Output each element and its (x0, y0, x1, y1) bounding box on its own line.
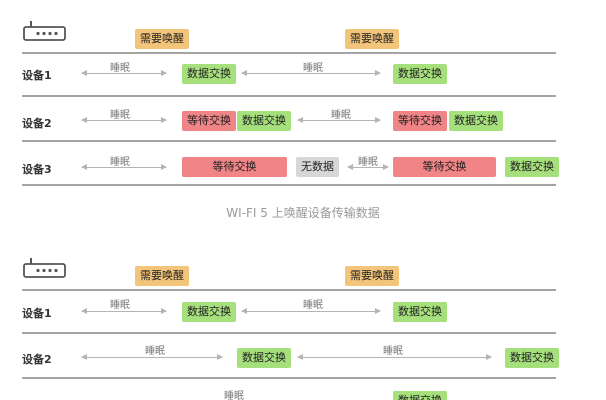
sleep-label: 睡眠 (110, 63, 130, 74)
sleep-label: 睡眠 (110, 300, 130, 311)
sleep-arrow (81, 164, 167, 170)
wake-badge: 需要唤醒 (135, 29, 189, 49)
timeline-divider (22, 377, 556, 379)
sleep-arrow (81, 354, 223, 360)
wait-exchange-badge: 等待交换 (393, 111, 447, 131)
data-exchange-badge: 数据交换 (393, 302, 447, 322)
device1-label: 设备1 (22, 307, 52, 320)
data-exchange-badge: 数据交换 (393, 391, 447, 400)
data-exchange-badge: 数据交换 (182, 64, 236, 84)
sleep-label: 睡眠 (303, 63, 323, 74)
sleep-label: 睡眠 (110, 110, 130, 121)
data-exchange-badge: 数据交换 (505, 348, 559, 368)
data-exchange-badge: 数据交换 (237, 348, 291, 368)
device1-label: 设备1 (22, 69, 52, 82)
diagram-caption: WI-FI 5 上唤醒设备传输数据 (226, 206, 380, 220)
sleep-arrow (81, 117, 167, 123)
data-exchange-badge: 数据交换 (393, 64, 447, 84)
no-data-badge: 无数据 (296, 157, 339, 177)
sleep-arrow (347, 164, 389, 170)
device2-label: 设备2 (22, 353, 52, 366)
wait-exchange-badge: 等待交换 (393, 157, 496, 177)
data-exchange-badge: 数据交换 (505, 157, 559, 177)
wait-exchange-badge: 等待交换 (182, 111, 236, 131)
data-exchange-badge: 数据交换 (237, 111, 291, 131)
sleep-arrow (241, 70, 381, 76)
router-icon (23, 258, 66, 278)
sleep-label: 睡眠 (110, 157, 130, 168)
sleep-arrow (81, 308, 167, 314)
wake-badge: 需要唤醒 (345, 29, 399, 49)
sleep-arrow (81, 70, 167, 76)
router-icon (23, 21, 66, 41)
timeline-divider (22, 289, 556, 291)
device3-label: 设备3 (22, 163, 52, 176)
timeline-divider (22, 332, 556, 334)
data-exchange-badge: 数据交换 (449, 111, 503, 131)
wake-badge: 需要唤醒 (135, 266, 189, 286)
sleep-label: 睡眠 (224, 391, 244, 400)
wait-exchange-badge: 等待交换 (182, 157, 287, 177)
timeline-divider (22, 95, 556, 97)
sleep-label: 睡眠 (331, 110, 351, 121)
sleep-label: 睡眠 (145, 346, 165, 357)
sleep-arrow (241, 308, 381, 314)
data-exchange-badge: 数据交换 (182, 302, 236, 322)
sleep-label: 睡眠 (303, 300, 323, 311)
timeline-divider (22, 184, 556, 186)
sleep-arrow (297, 117, 381, 123)
sleep-label: 睡眠 (383, 346, 403, 357)
sleep-arrow (297, 354, 492, 360)
timeline-divider (22, 140, 556, 142)
timeline-divider (22, 52, 556, 54)
wake-badge: 需要唤醒 (345, 266, 399, 286)
sleep-label: 睡眠 (358, 157, 378, 168)
device2-label: 设备2 (22, 117, 52, 130)
